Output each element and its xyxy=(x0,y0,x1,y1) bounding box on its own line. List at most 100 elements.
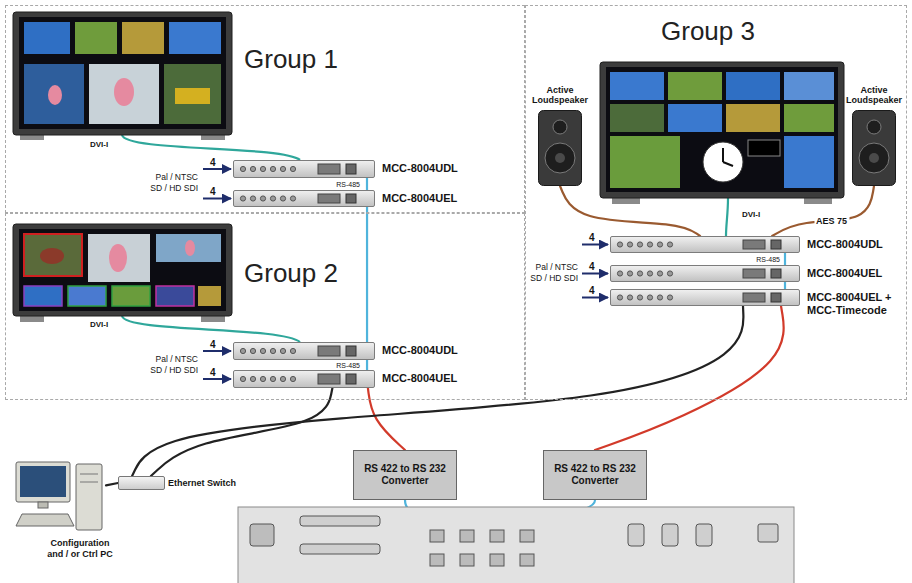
tweeter xyxy=(867,120,881,134)
group-title: Group 2 xyxy=(244,258,338,288)
dvi-cable xyxy=(122,316,300,342)
flamingo xyxy=(48,85,62,105)
cable-label: AES 75 xyxy=(814,215,849,226)
bnc-connector xyxy=(667,242,672,247)
rack-unit: MCC-8004UDL xyxy=(233,160,375,178)
video-tile xyxy=(122,22,164,54)
monitor-stand xyxy=(38,502,48,508)
rack-unit: MCC-8004UEL xyxy=(233,370,375,388)
bnc-connector xyxy=(627,295,632,300)
serial-port xyxy=(460,530,474,542)
dsub-connector xyxy=(300,544,380,554)
pc-screen xyxy=(20,466,66,497)
bus-label: RS-485 xyxy=(332,361,360,370)
dvi-cable xyxy=(726,198,728,236)
input-arrow xyxy=(203,198,231,200)
clock-hand xyxy=(722,148,724,162)
network-port xyxy=(346,346,356,356)
video-tile xyxy=(169,22,221,54)
input-arrow xyxy=(582,244,608,246)
video-tile xyxy=(668,72,722,100)
speaker-cabinet xyxy=(539,111,582,186)
node-label: Active Loudspeaker xyxy=(529,85,591,105)
monitor-foot xyxy=(612,198,640,204)
bus-label: RS-485 xyxy=(752,255,780,264)
video-tile xyxy=(668,104,722,132)
bnc-connector xyxy=(280,196,285,201)
group-region: Group 2MCC-8004UDLMCC-8004UEL xyxy=(5,213,525,400)
bnc-connector xyxy=(260,196,265,201)
bnc-connector xyxy=(667,295,672,300)
network-port xyxy=(346,194,356,203)
woofer xyxy=(859,143,889,173)
speaker-cabinet xyxy=(853,111,896,186)
bnc-connector xyxy=(240,166,245,171)
tweeter xyxy=(553,120,567,134)
monitor xyxy=(600,62,844,204)
bnc-connector xyxy=(250,348,255,353)
input-arrow xyxy=(203,168,231,170)
video-tile xyxy=(68,286,106,306)
dsub-connector xyxy=(300,516,380,526)
video-tile xyxy=(112,286,150,306)
rack-face xyxy=(234,371,374,387)
router-panel xyxy=(238,507,794,583)
monitor-screen xyxy=(19,17,226,129)
flamingo xyxy=(185,240,195,256)
loudspeaker: Active Loudspeaker xyxy=(852,110,896,186)
cable xyxy=(106,483,118,485)
rack-unit: MCC-8004UDL xyxy=(610,236,800,253)
signal-label: Pal / NTSC SD / HD SDI xyxy=(146,172,198,193)
monitor-foot xyxy=(201,316,225,322)
video-tile xyxy=(24,22,70,54)
bnc-connector xyxy=(290,196,295,201)
serial-port xyxy=(460,554,474,566)
db9-connector xyxy=(628,524,644,546)
node-label: RS 422 to RS 232 Converter xyxy=(354,463,456,487)
bnc-connector xyxy=(280,166,285,171)
bnc-connector xyxy=(290,348,295,353)
monitor-bezel xyxy=(600,62,844,198)
network-port xyxy=(771,269,781,278)
input-count: 4 xyxy=(589,232,595,244)
bnc-connector xyxy=(260,376,265,381)
bnc-connector xyxy=(667,271,672,276)
bnc-connector xyxy=(250,376,255,381)
bnc-connector xyxy=(240,348,245,353)
bnc-connector xyxy=(270,348,275,353)
monitor-bezel xyxy=(13,12,232,135)
bnc-connector xyxy=(647,295,652,300)
node-label: MCC-8004UDL xyxy=(382,162,478,175)
video-tile xyxy=(784,136,834,188)
video-tile xyxy=(24,64,84,124)
pc-tower xyxy=(76,464,102,530)
input-arrow xyxy=(203,350,231,352)
dvi-port xyxy=(318,194,340,203)
monitor-screen xyxy=(606,67,838,192)
bnc-connector xyxy=(270,376,275,381)
dvi-port xyxy=(743,240,765,249)
clock-hand xyxy=(723,162,733,166)
serial-port xyxy=(490,530,504,542)
network-port xyxy=(346,374,356,384)
node-label: Ethernet Switch xyxy=(168,478,236,489)
monitor-foot xyxy=(20,316,44,322)
input-arrows xyxy=(203,169,608,379)
monitor-screen xyxy=(19,229,226,311)
bnc-connector xyxy=(250,196,255,201)
speaker-drawing xyxy=(538,110,582,186)
serial-port xyxy=(520,554,534,566)
rack-face xyxy=(234,191,374,206)
input-count: 4 xyxy=(210,339,216,351)
rack-face xyxy=(234,343,374,359)
woofer-cap xyxy=(555,153,565,163)
bnc-connector xyxy=(637,242,642,247)
serial-port xyxy=(430,554,444,566)
rack-face xyxy=(234,161,374,177)
monitor xyxy=(13,12,232,140)
bnc-connector xyxy=(260,348,265,353)
video-tile xyxy=(164,64,221,124)
node-label: Active Loudspeaker xyxy=(843,85,905,105)
